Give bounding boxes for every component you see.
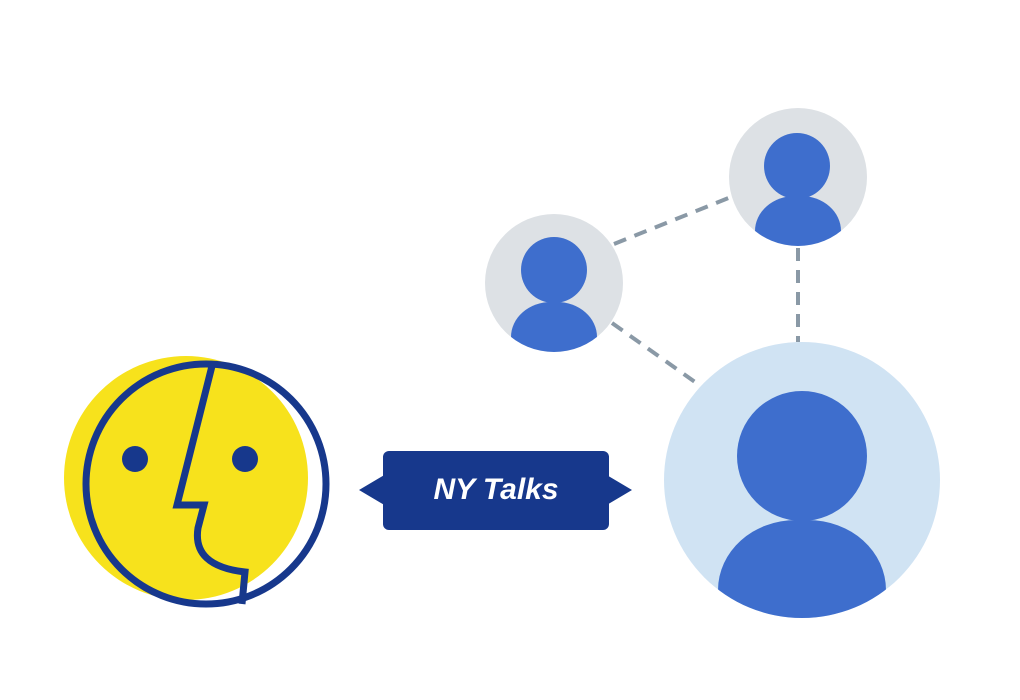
ny-talks-banner: NY Talks xyxy=(359,451,632,530)
face-outline-ring xyxy=(82,360,330,608)
banner-left-arrow xyxy=(359,474,386,506)
connectors xyxy=(610,193,800,389)
face-right-eye xyxy=(232,446,258,472)
user-node-top xyxy=(729,108,867,246)
user-icon xyxy=(718,391,886,618)
connector-left-to-top xyxy=(613,193,737,246)
user-icon xyxy=(511,237,597,352)
connector-left-to-main xyxy=(610,321,704,389)
finder-face-icon xyxy=(64,356,330,608)
face-left-eye xyxy=(122,446,148,472)
user-node-left xyxy=(485,214,623,352)
user-node-main xyxy=(664,342,940,618)
banner-body xyxy=(383,451,609,530)
banner-label: NY Talks xyxy=(433,473,558,506)
face-profile-line xyxy=(172,365,249,605)
user-icon xyxy=(755,133,841,246)
banner-right-arrow xyxy=(605,474,632,506)
